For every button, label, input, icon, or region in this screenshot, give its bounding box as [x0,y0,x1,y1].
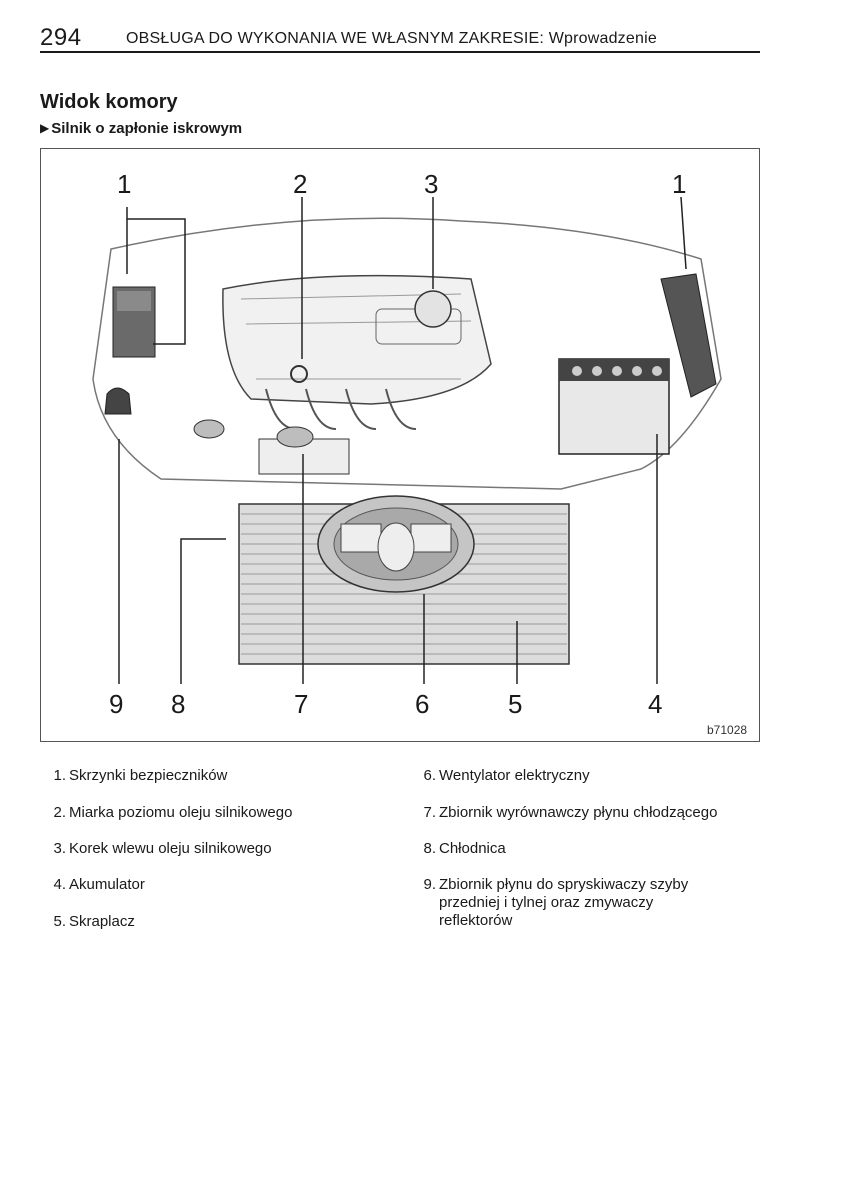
running-title: OBSŁUGA DO WYKONANIA WE WŁASNYM ZAKRESIE… [126,30,657,47]
callout-4: 4 [648,689,662,719]
engine-cover [222,274,492,405]
legend-item-1: 1.Skrzynki bezpieczników [53,767,228,784]
callout-1-right: 1 [672,169,686,199]
legend-item-8: 8.Chłodnica [423,840,506,857]
oil-filler-cap [414,290,452,328]
fan-hub [377,522,415,572]
legend-item-2: 2.Miarka poziomu oleju silnikowego [53,804,293,821]
legend-item-6: 6.Wentylator elektryczny [423,767,590,784]
callout-2: 2 [293,169,307,199]
section-title: Widok komory [40,91,178,113]
subsection-heading: ▶Silnik o zapłonie iskrowym [40,120,242,137]
triangle-bullet-icon: ▶ [40,121,50,135]
dipstick-loop [290,365,308,383]
callout-9: 9 [109,689,123,719]
legend-item-5: 5.Skraplacz [53,913,135,930]
callout-8: 8 [171,689,185,719]
expansion-tank [258,438,350,475]
engine-compartment-figure: 1 2 3 1 9 8 7 6 5 4 b71028 [40,148,760,742]
engine-illustration: 1 2 3 1 9 8 7 6 5 4 b71028 [92,169,747,737]
callout-3: 3 [424,169,438,199]
leader-lines [118,196,687,684]
page-number: 294 [40,24,82,51]
page-header: 294 OBSŁUGA DO WYKONANIA WE WŁASNYM ZAKR… [40,24,760,54]
legend-item-3: 3.Korek wlewu oleju silnikowego [53,840,272,857]
subsection-title: Silnik o zapłonie iskrowym [51,120,243,137]
callout-7: 7 [294,689,308,719]
callout-6: 6 [415,689,429,719]
legend-item-4: 4.Akumulator [53,876,145,893]
compartment-outline [92,217,722,490]
figure-code: b71028 [707,723,747,737]
washer-reservoir [104,387,132,415]
callout-5: 5 [508,689,522,719]
callout-1-left: 1 [117,169,131,199]
fuse-box-right [660,273,717,398]
legend-item-7: 7.Zbiornik wyrównawczy płynu chłodzącego [423,804,718,821]
header-rule [40,51,760,53]
